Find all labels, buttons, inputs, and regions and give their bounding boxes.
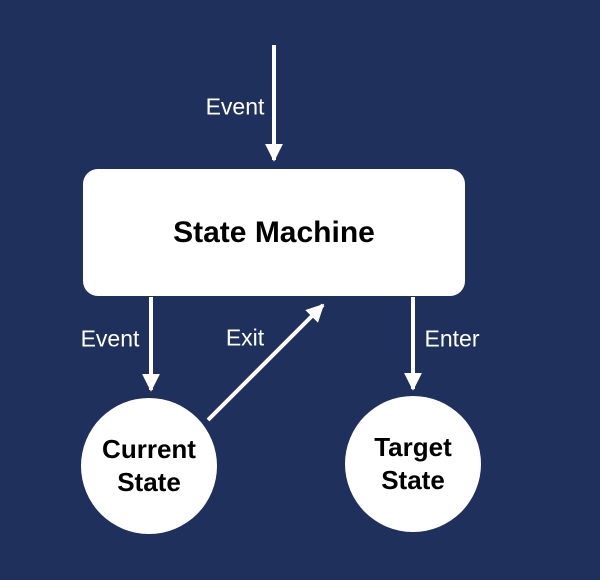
- current-state-label-line1: Current: [102, 434, 196, 464]
- state-machine-node: State Machine: [83, 169, 465, 296]
- current-state-node: Current State: [81, 398, 217, 534]
- incoming-event-label: Event: [205, 93, 265, 120]
- exit-label: Exit: [225, 324, 265, 351]
- dispatch-event-label: Event: [80, 325, 140, 352]
- exit-arrow: [206, 303, 325, 422]
- enter-label: Enter: [424, 325, 480, 352]
- target-state-label-line2: State: [381, 465, 445, 495]
- state-machine-label: State Machine: [173, 215, 375, 249]
- target-state-node: Target State: [345, 396, 481, 532]
- target-state-label-line1: Target: [374, 432, 452, 462]
- current-state-label-line2: State: [117, 467, 181, 497]
